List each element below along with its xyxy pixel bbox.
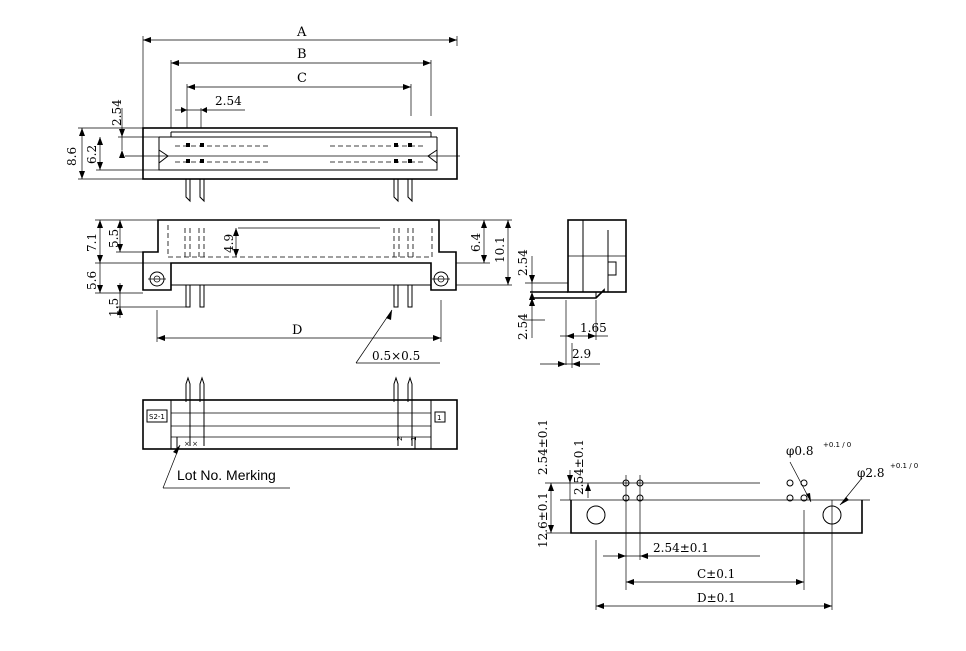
dim-a-label: A	[296, 25, 307, 40]
pcb-2-54-a-label: 2.54±0.1	[536, 419, 550, 475]
dim-pitch-top-label: 2.54	[215, 94, 242, 108]
pcb-2-54-c-label: 2.54±0.1	[653, 541, 709, 555]
dim-6-4-label: 6.4	[469, 233, 483, 252]
pin-1-box-label: 1	[437, 414, 441, 422]
side-2-9-label: 2.9	[572, 347, 591, 361]
dim-4-9-label: 4.9	[222, 234, 236, 253]
dim-5-5-label: 5.5	[107, 229, 121, 248]
front-view: 7.1 5.5 5.6 1.5 4.9 6.4 10.1	[85, 219, 512, 364]
dim-d-label: D	[292, 323, 302, 338]
dim-c-label: C	[297, 71, 307, 86]
pcb-c-label: C±0.1	[697, 567, 735, 581]
marking-label: S2-1	[149, 413, 165, 421]
pcb-d-label: D±0.1	[697, 591, 736, 605]
side-2-54-a-label: 2.54	[516, 249, 530, 276]
side-1-65-label: 1.65	[580, 321, 607, 335]
pcb-hole-large-tol: +0.1 / 0	[890, 462, 918, 470]
chamfer-label: 0.5×0.5	[372, 349, 420, 363]
dim-8-6-label: 8.6	[65, 147, 79, 166]
pcb-hole-small-label: φ0.8	[786, 444, 814, 458]
dim-b-label: B	[297, 47, 307, 62]
pcb-12-6-label: 12.6±0.1	[536, 492, 550, 548]
dim-7-1-label: 7.1	[85, 233, 99, 252]
lot-no-label: Lot No. Merking	[177, 467, 276, 483]
pin-1-label: 1	[410, 437, 418, 441]
top-view: A B C 2.54	[65, 25, 460, 203]
dim-pitch-left-label: 2.54	[110, 99, 124, 126]
x-mark-label: × ×	[184, 440, 198, 448]
dim-1-5-label: 1.5	[107, 298, 121, 317]
dim-5-6-label: 5.6	[85, 271, 99, 290]
pcb-hole-large-label: φ2.8	[857, 466, 885, 480]
pin-2-label: 2	[396, 437, 404, 441]
pcb-2-54-b-label: 2.54±0.1	[572, 439, 586, 495]
dim-10-1-label: 10.1	[493, 236, 507, 263]
pcb-layout: 12.6±0.1 2.54±0.1 2.54±0.1 2.54±0.1 C±0.…	[536, 419, 918, 610]
side-2-54-b-label: 2.54	[516, 313, 530, 340]
bottom-view: S2-1 1 2 1 × × Lot No. Merking	[142, 376, 458, 489]
side-view: 2.54 2.54 1.65 2.9	[516, 219, 627, 368]
dim-6-2-label: 6.2	[85, 145, 99, 164]
pcb-hole-small-tol: +0.1 / 0	[823, 441, 851, 449]
